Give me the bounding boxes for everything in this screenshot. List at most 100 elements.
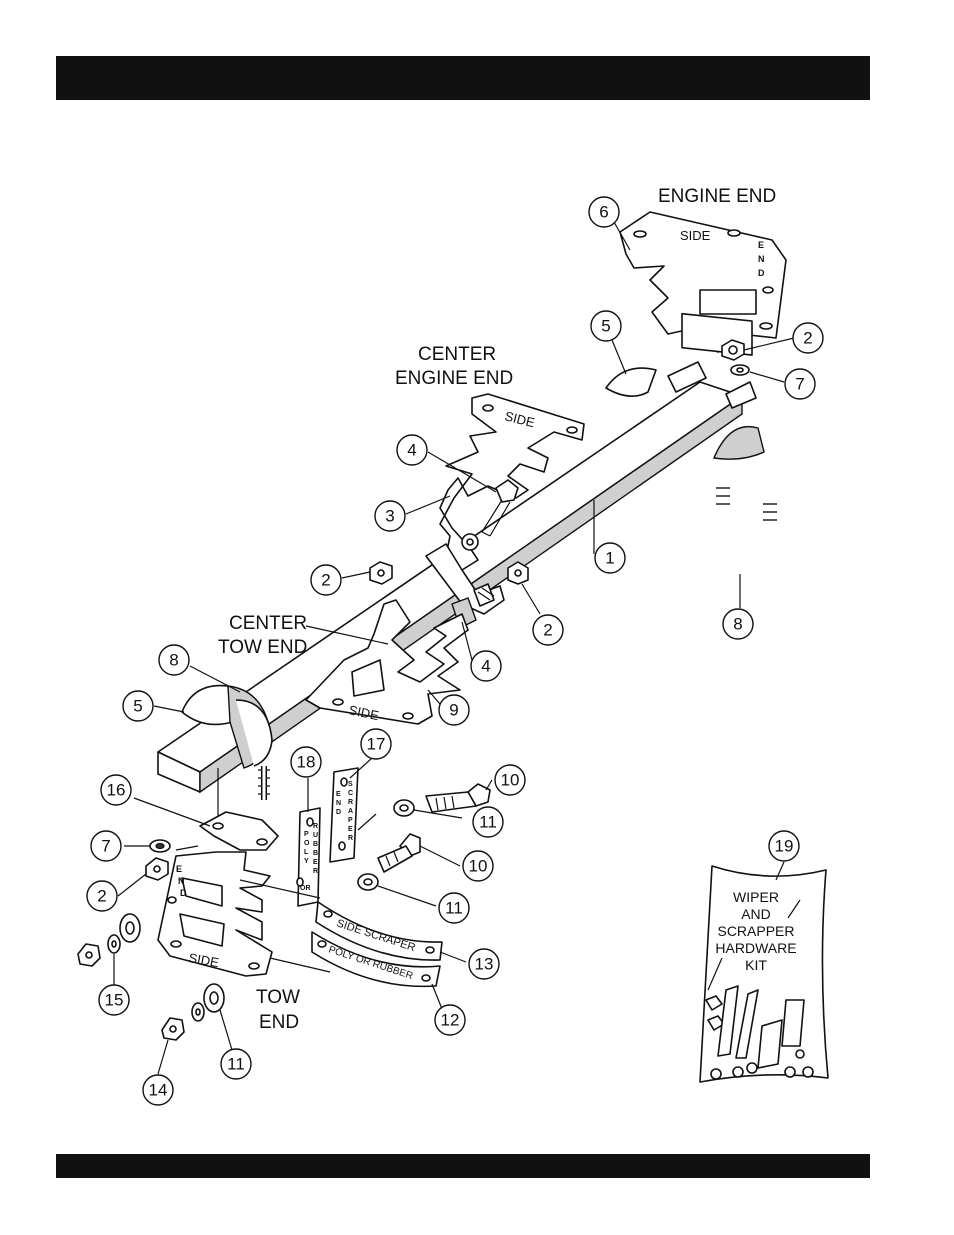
poly-rubber-letter: L [304,849,309,856]
kit-line-5: KIT [745,957,767,973]
tow-end-letter-e: E [176,864,182,874]
callout-4-upper: 4 [397,435,427,465]
svg-text:6: 6 [599,203,608,222]
label-tow-end-2: END [259,1012,299,1033]
label-engine-end: ENGINE END [658,186,776,207]
svg-text:4: 4 [407,441,416,460]
svg-text:14: 14 [149,1081,168,1100]
callout-4-lower: 4 [471,651,501,681]
tow-end-wiper: SIDE E N D [158,852,272,976]
end-scraper-strip [330,768,358,862]
label-center-tow-2: TOW END [218,637,307,658]
callout-15: 15 [99,985,129,1015]
svg-text:2: 2 [803,329,812,348]
callout-7-engine: 7 [785,369,815,399]
end-scraper-letter: R [348,835,353,842]
poly-rubber-letter: P [304,831,309,838]
poly-rubber-letter: B [313,841,318,848]
poly-rubber-letter: U [313,832,318,839]
svg-text:10: 10 [501,771,520,790]
engine-end-letter-n: N [758,254,765,264]
kit-line-3: SCRAPPER [717,923,794,939]
svg-text:16: 16 [107,781,126,800]
svg-text:13: 13 [475,955,494,974]
bolt-10-upper [426,784,490,812]
callout-7-tow: 7 [91,831,121,861]
callout-2-center-left: 2 [311,565,341,595]
hardware-kit: WIPER AND SCRAPPER HARDWARE KIT [700,866,828,1082]
label-center-engine-1: CENTER [418,344,496,365]
callout-13: 13 [469,949,499,979]
svg-text:12: 12 [441,1011,460,1030]
callout-12: 12 [435,1005,465,1035]
callout-5-engine: 5 [591,311,621,341]
label-center-engine-2: ENGINE END [395,368,513,389]
label-center-tow-1: CENTER [229,613,307,634]
bolt-10-lower [378,834,420,872]
callout-8-tow: 8 [159,645,189,675]
kit-line-2: AND [741,906,771,922]
end-scraper-letter: C [348,790,353,797]
washer-11-lower [358,874,378,890]
svg-text:17: 17 [367,735,386,754]
svg-text:4: 4 [481,657,490,676]
washer-11-upper [394,800,414,816]
tow-end-letter-d: D [180,888,187,898]
engine-end-letter-e: E [758,240,764,250]
end-scraper-letter: E [336,791,341,798]
callout-8-engine: 8 [723,609,753,639]
callout-6: 6 [589,197,619,227]
callout-14: 14 [143,1075,173,1105]
tow-end-plate [200,812,278,850]
poly-rubber-letter: O [304,840,310,847]
callout-10-upper: 10 [495,765,525,795]
callout-5-tow: 5 [123,691,153,721]
poly-rubber-letter: E [313,859,318,866]
kit-line-4: HARDWARE [715,940,796,956]
end-scraper-letter: S [348,781,353,788]
callout-9: 9 [439,695,469,725]
callout-2-center-right: 2 [533,615,563,645]
svg-text:1: 1 [605,549,614,568]
end-scraper-letter: E [348,826,353,833]
tow-end-letter-n: N [178,876,185,886]
poly-rubber-letter: Y [304,858,309,865]
end-scraper-letter: N [336,800,341,807]
svg-text:5: 5 [133,697,142,716]
callout-11-upper: 11 [473,807,503,837]
svg-text:2: 2 [543,621,552,640]
svg-text:8: 8 [733,615,742,634]
svg-text:11: 11 [445,899,463,918]
poly-rubber-letter: R [313,868,318,875]
svg-text:18: 18 [297,753,316,772]
poly-rubber-letter: B [313,850,318,857]
svg-text:3: 3 [385,507,394,526]
callout-19: 19 [769,831,799,861]
end-scraper-letter: P [348,817,353,824]
svg-text:11: 11 [227,1055,245,1074]
svg-text:7: 7 [795,375,804,394]
svg-text:11: 11 [479,813,497,832]
svg-text:7: 7 [101,837,110,856]
svg-text:2: 2 [97,887,106,906]
callout-11-lower: 11 [439,893,469,923]
callout-1: 1 [595,543,625,573]
svg-text:10: 10 [469,857,488,876]
end-scraper-letter: A [348,808,353,815]
kit-line-1: WIPER [733,889,779,905]
callout-2-tow: 2 [87,881,117,911]
callout-17: 17 [361,729,391,759]
svg-text:8: 8 [169,651,178,670]
engine-side-text: SIDE [680,228,711,243]
poly-rubber-letter: OR [300,885,311,892]
svg-text:2: 2 [321,571,330,590]
svg-text:5: 5 [601,317,610,336]
poly-rubber-letter: R [313,823,318,830]
callout-11-tow: 11 [221,1049,251,1079]
end-scraper-letter: D [336,809,341,816]
callout-16: 16 [101,775,131,805]
svg-text:9: 9 [449,701,458,720]
svg-text:15: 15 [105,991,124,1010]
callout-3: 3 [375,501,405,531]
